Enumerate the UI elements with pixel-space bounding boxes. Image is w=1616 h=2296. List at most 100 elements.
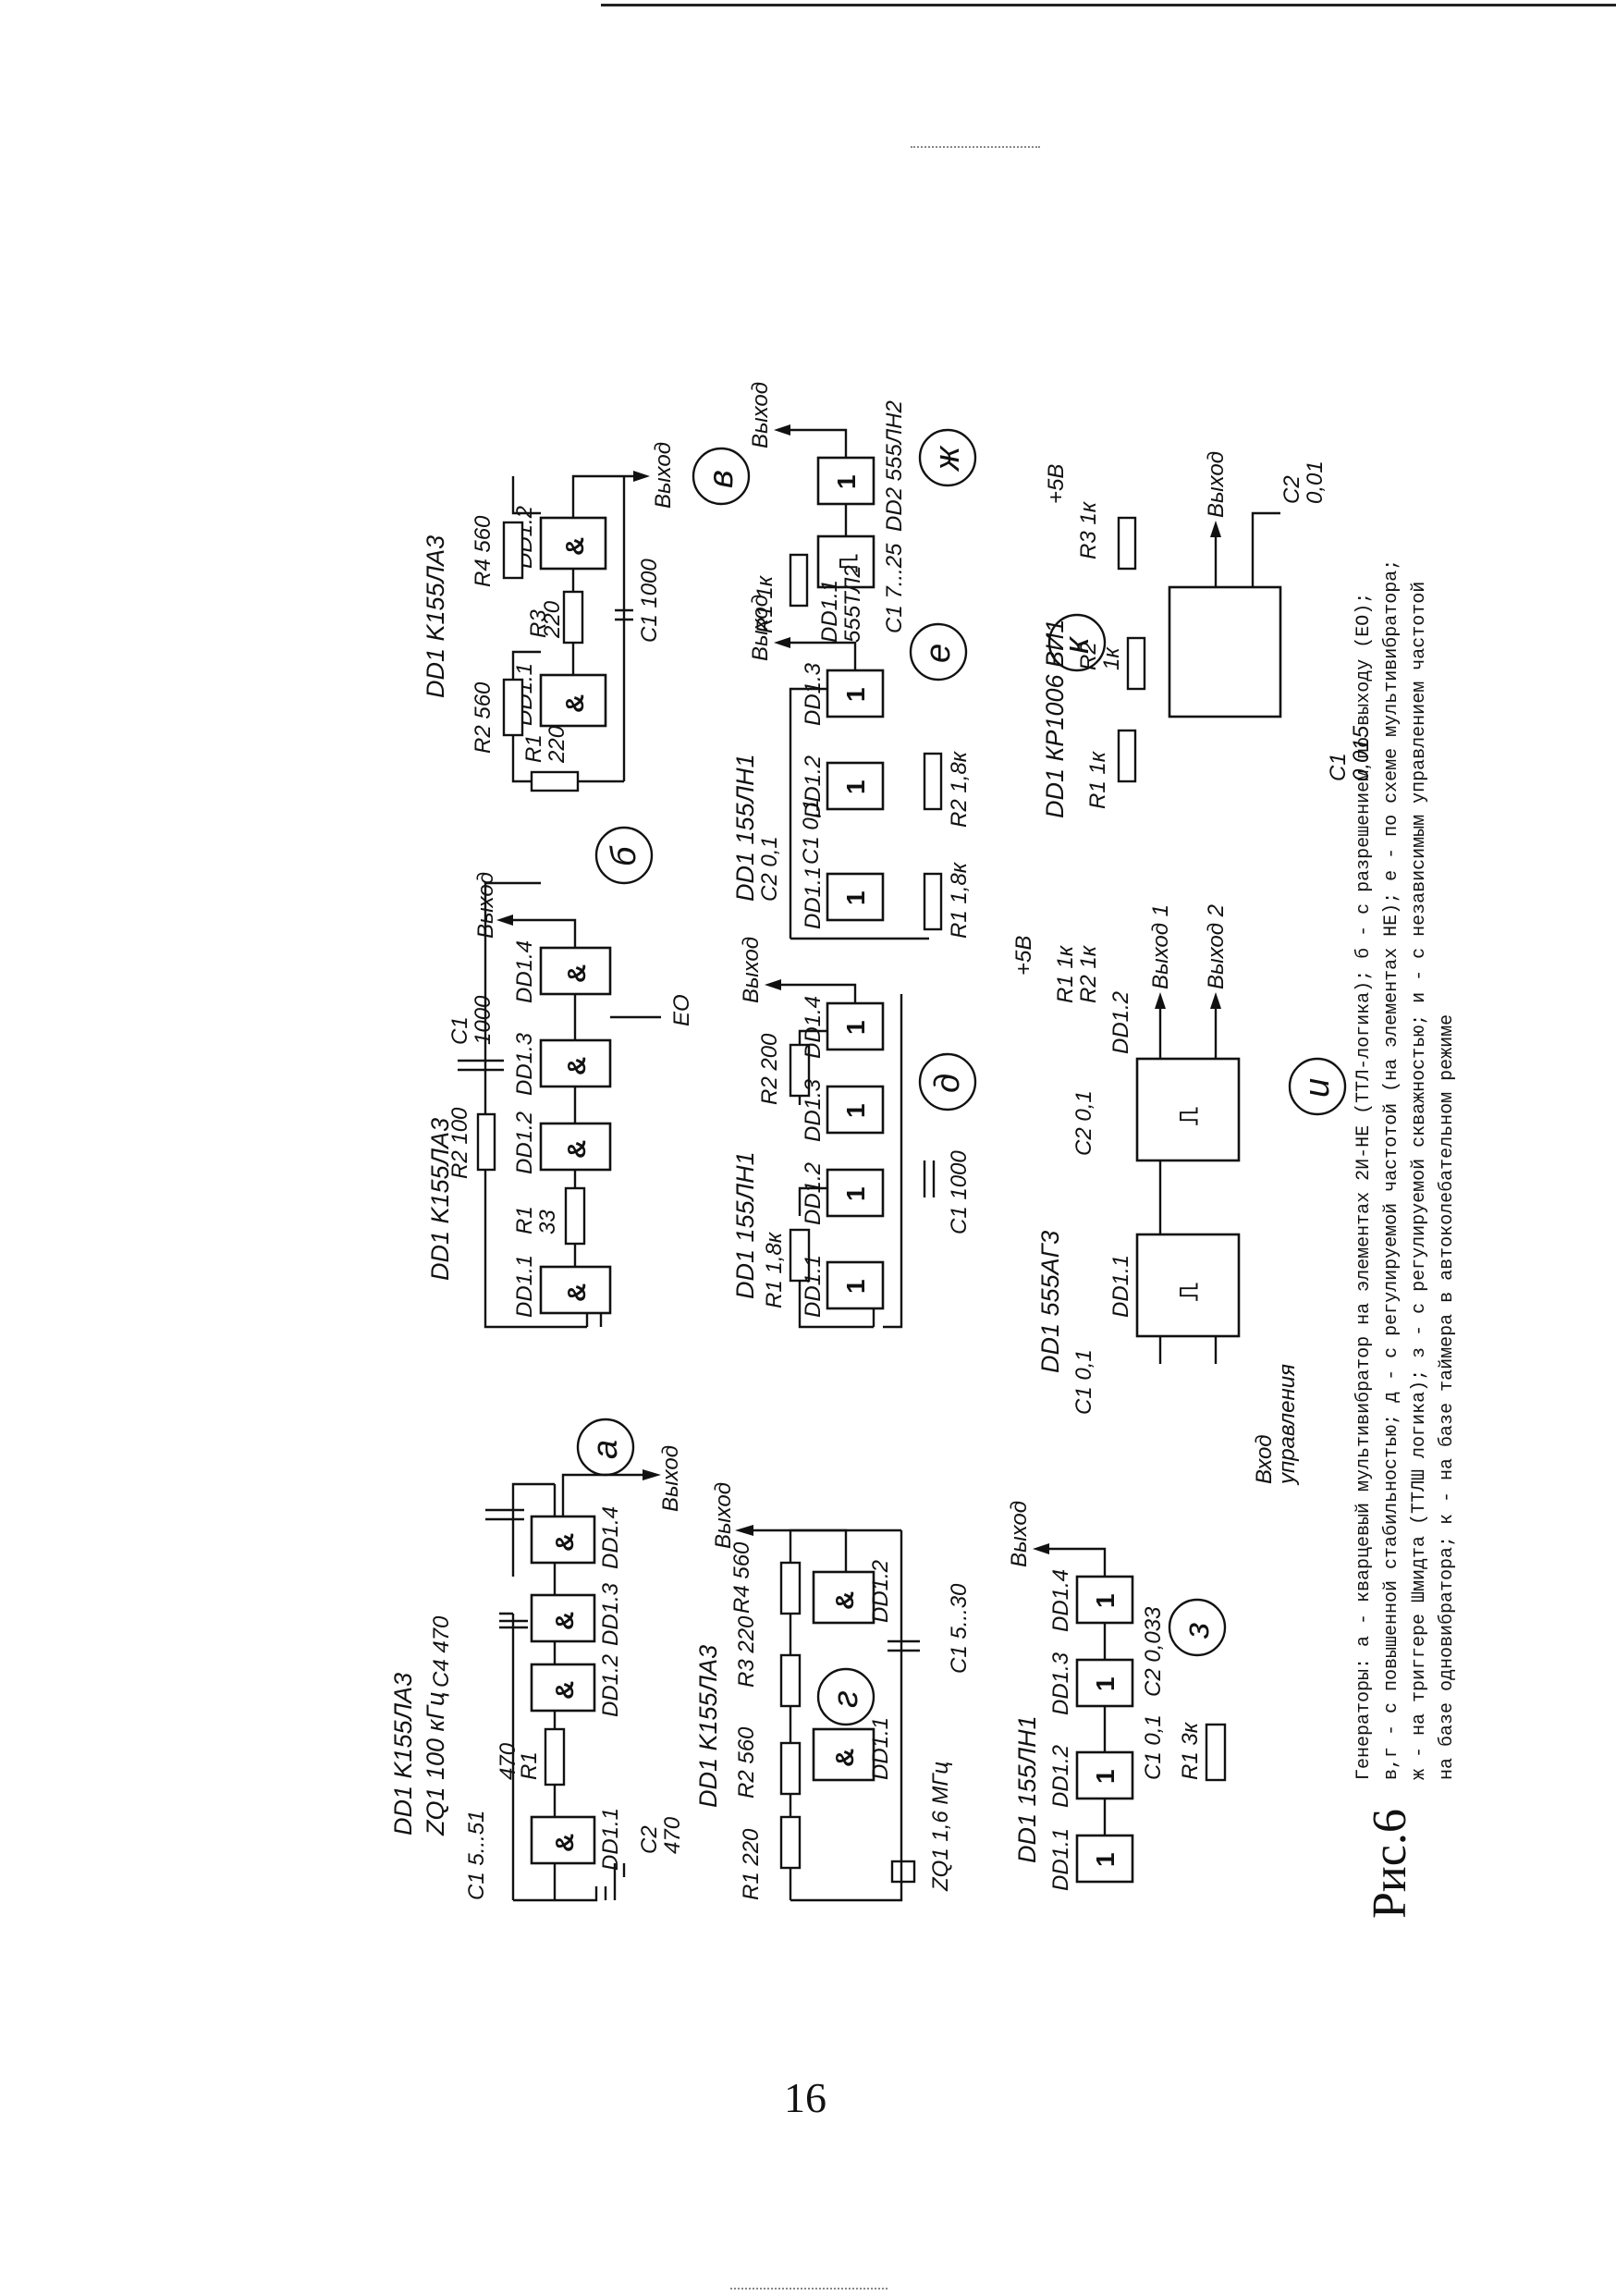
- resistor-v-r2: [502, 678, 524, 737]
- svg-text:+5В: +5В: [1044, 464, 1069, 504]
- chip-k-timer: [1168, 585, 1282, 718]
- svg-text:C1 1000: C1 1000: [637, 559, 662, 643]
- circuit-zh-output: Выход: [748, 382, 773, 448]
- circuit-b: DD1 K155ЛА3 & DD1.1 R1 33 & DD1.2 R2 100…: [426, 826, 694, 1329]
- circuit-v-title: DD1 K155ЛА3: [422, 535, 449, 698]
- svg-text:R4 560: R4 560: [729, 1541, 754, 1614]
- svg-text:C1 0,1: C1 0,1: [1071, 1349, 1096, 1415]
- svg-text:C2: C2: [1279, 475, 1304, 504]
- circuit-b-eo: ЕО: [669, 994, 694, 1026]
- svg-text:C1: C1: [1326, 753, 1351, 781]
- svg-text:⎍: ⎍: [834, 554, 863, 572]
- circuit-a-c4: C4 470: [429, 1615, 454, 1688]
- svg-text:DD1.1: DD1.1: [1048, 1828, 1073, 1891]
- svg-text:1: 1: [1091, 1852, 1120, 1867]
- svg-text:управления: управления: [1275, 1364, 1300, 1486]
- svg-text:C2 0,1: C2 0,1: [757, 836, 782, 902]
- svg-text:R1 1к: R1 1к: [753, 574, 777, 633]
- svg-text:DD1.3: DD1.3: [512, 1032, 537, 1096]
- circuit-g-title: DD1 K155ЛА3: [694, 1645, 722, 1808]
- svg-text:1000: 1000: [471, 995, 496, 1045]
- resistor-v-r3: [562, 590, 584, 645]
- svg-text:+5В: +5В: [1011, 936, 1036, 976]
- svg-text:DD1.2: DD1.2: [598, 1654, 623, 1717]
- svg-text:&: &: [560, 694, 589, 713]
- svg-text:DD1.2: DD1.2: [512, 1111, 537, 1174]
- circuit-e-title: DD1 155ЛН1: [731, 754, 759, 902]
- gate-a-dd1-1: [530, 1815, 596, 1865]
- svg-text:555ТЛ2: 555ТЛ2: [840, 565, 865, 643]
- svg-text:DD1.1: DD1.1: [801, 1255, 826, 1318]
- svg-text:DD1.1: DD1.1: [801, 866, 826, 929]
- svg-text:1: 1: [832, 474, 861, 489]
- svg-text:C2: C2: [637, 1825, 662, 1854]
- svg-text:R1 1,8к: R1 1,8к: [947, 861, 972, 939]
- svg-text:DD1.4: DD1.4: [801, 996, 826, 1059]
- svg-text:Вход: Вход: [1252, 1434, 1277, 1484]
- resistor-e-r2: [923, 752, 943, 811]
- circuit-e-output: Выход: [748, 595, 773, 661]
- svg-text:DD1.1: DD1.1: [1108, 1255, 1133, 1318]
- circuit-a-crystal: ZQ1 100 кГц: [422, 1692, 449, 1836]
- svg-text:&: &: [560, 537, 589, 556]
- svg-text:C2 0,033: C2 0,033: [1141, 1606, 1166, 1697]
- resistor-z-r1: [1205, 1723, 1227, 1782]
- circuit-k: DD1 КР1006 ВИ1 R1 1к R2 1к R3 1к +5В Вых…: [1041, 451, 1374, 818]
- svg-text:C2 0,1: C2 0,1: [1071, 1090, 1096, 1156]
- svg-text:C1 5...30: C1 5...30: [947, 1583, 972, 1674]
- resistor-v-r4: [502, 521, 524, 580]
- circuit-z-output: Выход: [1007, 1501, 1032, 1567]
- svg-text:R1 1к: R1 1к: [1053, 944, 1078, 1003]
- svg-text:470: 470: [496, 1742, 520, 1780]
- svg-text:1: 1: [841, 1279, 870, 1294]
- gate-a-dd1-3: [530, 1593, 596, 1643]
- circuit-d: DD1 155ЛН1 R1 1,8к R2 200 1 1 1 1 DD1.1 …: [731, 937, 977, 1329]
- circuit-i-output-1: Выход 1: [1148, 904, 1173, 989]
- svg-text:&: &: [830, 1749, 859, 1767]
- circuit-v-letter: в: [702, 470, 741, 488]
- circuit-b-letter: б: [605, 845, 643, 866]
- resistor-g-r4: [779, 1561, 802, 1615]
- svg-text:R2 200: R2 200: [757, 1033, 782, 1105]
- resistor-k-r1: [1117, 729, 1137, 783]
- svg-text:DD1.3: DD1.3: [598, 1582, 623, 1646]
- gate-d-dd1-3: [826, 1085, 885, 1135]
- svg-text:0,015: 0,015: [1349, 725, 1374, 781]
- svg-text:&: &: [830, 1591, 859, 1610]
- svg-text:&: &: [550, 1533, 579, 1552]
- svg-text:DD1.4: DD1.4: [512, 940, 537, 1003]
- svg-text:DD1.2: DD1.2: [801, 755, 826, 818]
- svg-text:R2 1к: R2 1к: [1076, 944, 1101, 1003]
- svg-text:R2 100: R2 100: [447, 1107, 472, 1179]
- svg-text:C1 0,1: C1 0,1: [799, 799, 824, 865]
- caption-title: Рис.6: [1364, 1809, 1416, 1919]
- circuit-e-letter: е: [919, 644, 958, 663]
- svg-text:1: 1: [841, 1103, 870, 1118]
- svg-text:1: 1: [841, 1020, 870, 1035]
- svg-text:R3 1к: R3 1к: [1076, 500, 1101, 559]
- svg-text:&: &: [550, 1681, 579, 1700]
- resistor-g-r1: [779, 1815, 802, 1870]
- svg-text:DD1.3: DD1.3: [1048, 1651, 1073, 1715]
- gate-e-dd1-1: [826, 872, 885, 922]
- svg-text:&: &: [550, 1834, 579, 1852]
- resistor-v-r1: [530, 770, 580, 792]
- svg-text:R1: R1: [517, 1751, 542, 1780]
- circuit-v-output: Выход: [651, 442, 676, 509]
- svg-text:R4 560: R4 560: [471, 515, 496, 587]
- chip-i-dd1-2: [1135, 1057, 1241, 1162]
- svg-text:C1 1000: C1 1000: [947, 1150, 972, 1234]
- svg-text:1: 1: [841, 890, 870, 905]
- circuit-a: DD1 K155ЛА3 ZQ1 100 кГц C1 5...51 C4 470…: [389, 1418, 685, 1902]
- svg-text:C1: C1: [447, 1016, 472, 1045]
- circuit-zh-letter: ж: [928, 445, 967, 473]
- crystal-g-zq1: [890, 1860, 916, 1884]
- svg-text:DD1.3: DD1.3: [801, 662, 826, 726]
- circuit-k-output: Выход: [1204, 451, 1229, 518]
- svg-text:R1: R1: [512, 1206, 537, 1234]
- output-arrow-a: [643, 1469, 661, 1480]
- svg-text:&: &: [562, 1140, 591, 1159]
- svg-text:DD1.3: DD1.3: [801, 1078, 826, 1142]
- circuit-d-letter: д: [928, 1074, 967, 1093]
- gate-g-dd1-1: [812, 1727, 875, 1782]
